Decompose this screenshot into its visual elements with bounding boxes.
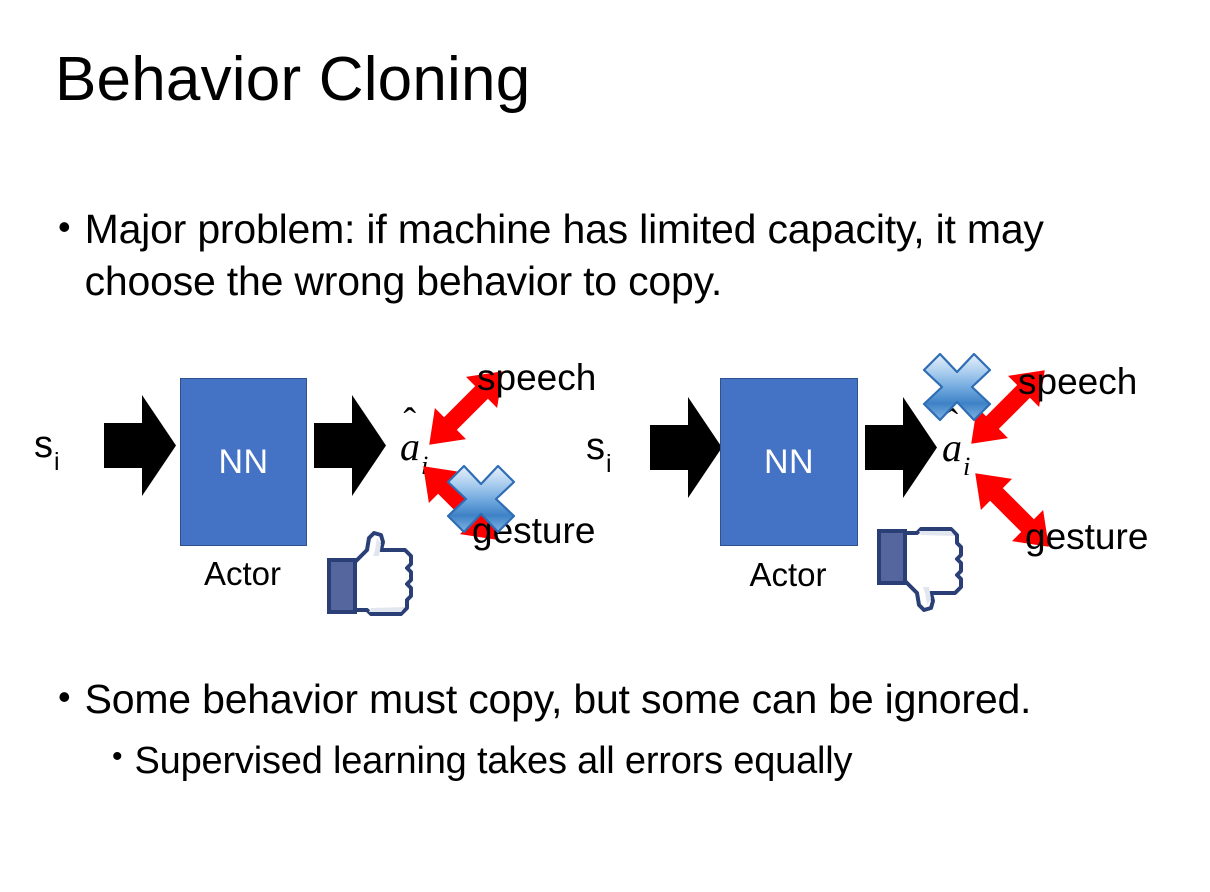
output-arrow-right-icon — [865, 395, 937, 500]
bullet-some-behavior-text: Some behavior must copy, but some can be… — [84, 676, 1032, 722]
speech-label-right: speech — [1018, 361, 1138, 402]
state-symbol: s — [586, 426, 605, 468]
state-subscript: i — [54, 447, 60, 476]
state-label-right: si — [586, 426, 612, 476]
action-label-left: ai — [400, 427, 428, 479]
nn-box-label: NN — [218, 442, 269, 481]
speech-arrow-right-icon — [948, 347, 1068, 467]
bullet-major-problem-text: Major problem: if machine has limited ca… — [84, 206, 1044, 305]
diagram-left: si NN Actor ai — [18, 340, 618, 640]
state-label-left: si — [34, 424, 60, 474]
thumbs-up-icon — [325, 530, 417, 618]
thumbs-down-icon — [875, 525, 967, 613]
gesture-label-right: gesture — [1025, 516, 1149, 557]
cross-out-gesture-icon — [442, 460, 520, 538]
bullet-marker-icon: • — [58, 206, 71, 247]
state-symbol: s — [34, 424, 53, 466]
bullet-major-problem: • Major problem: if machine has limited … — [58, 203, 1148, 308]
bullet-some-behavior: • Some behavior must copy, but some can … — [58, 673, 1168, 725]
nn-box-left: NN — [180, 378, 307, 546]
action-symbol: a — [942, 428, 962, 468]
bullet-marker-icon: • — [58, 676, 71, 717]
page-title: Behavior Cloning — [55, 45, 531, 114]
action-subscript: i — [963, 451, 971, 481]
bullet-supervised-learning: • Supervised learning takes all errors e… — [112, 737, 1172, 786]
actor-label-right: Actor — [749, 556, 827, 593]
action-symbol: a — [400, 427, 420, 467]
action-label-right: ai — [942, 428, 970, 480]
diagram-right: si NN Actor ai — [570, 340, 1170, 640]
gesture-arrow-left-icon — [400, 443, 520, 563]
input-arrow-right-icon — [650, 395, 722, 500]
cross-out-speech-icon — [918, 348, 996, 426]
bullet-supervised-learning-text: Supervised learning takes all errors equ… — [134, 740, 853, 782]
state-subscript: i — [606, 449, 612, 478]
speech-arrow-left-icon — [406, 348, 526, 468]
gesture-arrow-right-icon — [952, 450, 1072, 570]
output-arrow-left-icon — [314, 393, 386, 498]
speech-label-left: speech — [477, 357, 597, 398]
action-subscript: i — [421, 450, 429, 480]
bullet-marker-icon: • — [112, 740, 123, 773]
nn-box-label: NN — [763, 442, 815, 481]
actor-label-left: Actor — [203, 555, 282, 592]
nn-box-right: NN — [720, 378, 858, 546]
input-arrow-left-icon — [104, 393, 176, 498]
